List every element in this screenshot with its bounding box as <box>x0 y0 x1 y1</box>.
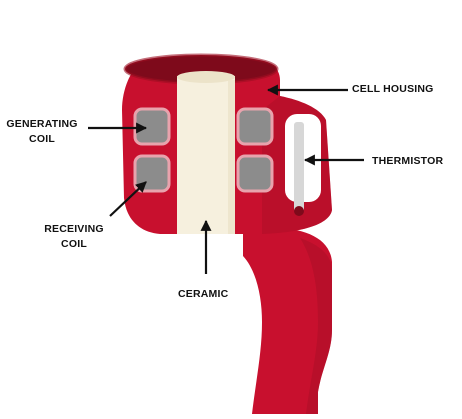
ceramic-tube <box>177 76 235 234</box>
label-generating-coil-line2: COIL <box>29 133 55 145</box>
ceramic-tube-top <box>177 71 235 83</box>
label-generating-coil: GENERATING COIL <box>6 117 78 147</box>
label-cell-housing: CELL HOUSING <box>352 83 434 95</box>
thermistor-base <box>294 206 304 216</box>
generating-coil-right <box>236 107 274 146</box>
thermistor-probe <box>294 122 304 212</box>
cell-opening <box>125 55 277 83</box>
generating-coil-left <box>133 107 171 146</box>
label-receiving-coil-line2: COIL <box>61 238 87 250</box>
label-thermistor: THERMISTOR <box>372 155 444 167</box>
handle-shading <box>300 238 332 414</box>
ceramic-tube-edge <box>228 80 235 234</box>
receiving-coil-left <box>133 154 171 193</box>
label-receiving-coil-line1: RECEIVING <box>44 223 104 235</box>
label-generating-coil-line1: GENERATING <box>6 118 78 130</box>
label-receiving-coil: RECEIVING COIL <box>36 222 112 252</box>
label-ceramic: CERAMIC <box>178 288 229 300</box>
receiving-coil-right <box>236 154 274 193</box>
handle <box>243 227 332 414</box>
arrow-receiving-coil <box>109 181 147 217</box>
